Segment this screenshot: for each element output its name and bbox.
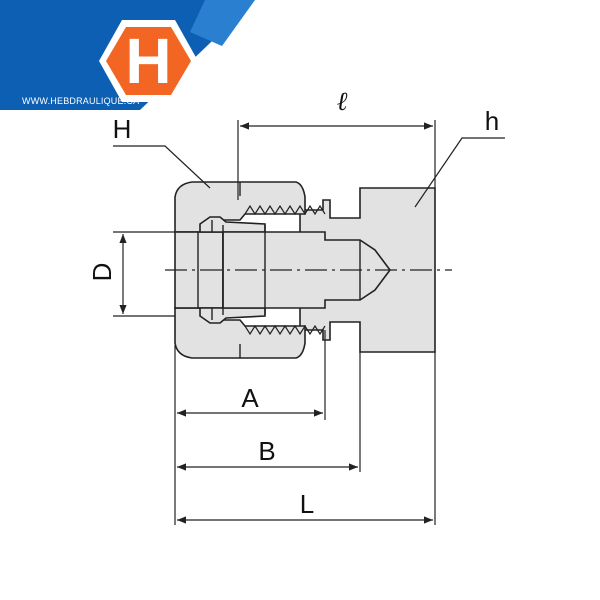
dim-d-label: D xyxy=(87,263,117,282)
thread-lower xyxy=(244,324,326,336)
dim-b-label: B xyxy=(258,436,275,466)
logo-hexagon-icon: H xyxy=(99,20,198,102)
dimensions: A B L ℓ D H h xyxy=(87,87,505,525)
hex-nut-label: H xyxy=(113,114,132,144)
body-hex-label: h xyxy=(485,106,499,136)
fitting-section xyxy=(165,181,452,359)
ferrule-lower xyxy=(199,307,266,324)
leader-body-hex xyxy=(414,137,505,208)
dim-thread-length-label: ℓ xyxy=(337,87,348,116)
banner-light-stripe xyxy=(190,0,255,46)
leader-hex-nut xyxy=(113,145,211,189)
logo-letter: H xyxy=(125,25,171,97)
brand-banner: H WWW.HEBDRAULIQUE.CA xyxy=(0,0,255,110)
dim-l-label: L xyxy=(300,489,314,519)
website-url: WWW.HEBDRAULIQUE.CA xyxy=(22,96,139,106)
ferrule-upper xyxy=(199,216,266,233)
thread-upper xyxy=(244,204,326,216)
dim-a-label: A xyxy=(241,383,259,413)
